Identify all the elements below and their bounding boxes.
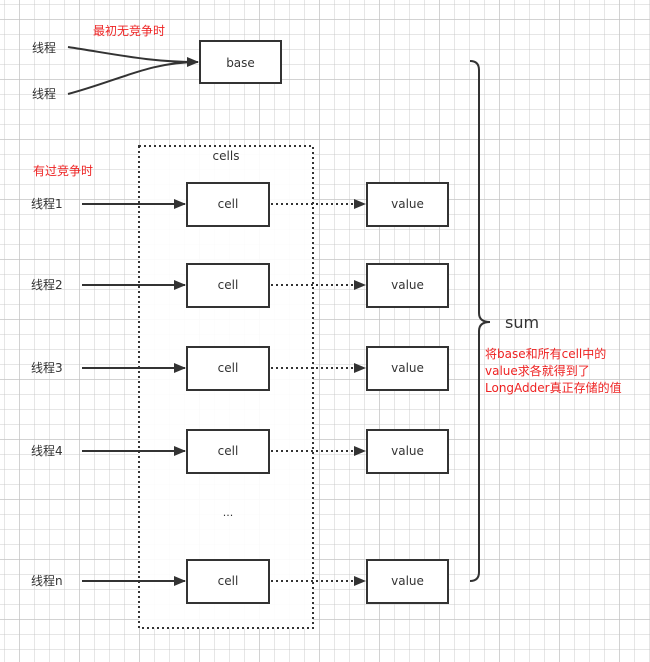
value-box — [366, 263, 449, 308]
cell-row: 线程3 cell value — [31, 346, 449, 391]
cell-label: cell — [218, 197, 239, 211]
sum-description-line-2: value求各就得到了 — [485, 363, 590, 378]
cell-box — [186, 559, 270, 604]
arrow-thread-top-1-to-base — [67, 46, 199, 67]
ellipsis: ... — [223, 506, 234, 519]
sum-label: sum — [505, 313, 539, 332]
thread-label: 线程3 — [31, 360, 63, 375]
arrow-thread-top-2-to-base — [67, 61, 199, 95]
cell-label: cell — [218, 278, 239, 292]
cell-label: cell — [218, 444, 239, 458]
cell-box — [186, 263, 270, 308]
had-contention-annotation: 有过竞争时 — [33, 164, 93, 178]
sum-description-line-3: LongAdder真正存储的值 — [485, 380, 622, 395]
cell-row: 线程2 cell value — [31, 263, 449, 308]
cell-label: cell — [218, 361, 239, 375]
value-box — [366, 182, 449, 227]
cell-rows: 线程1 cell value 线程2 cell value 线程3 cell value 线程4 c… — [31, 182, 449, 604]
value-box — [366, 346, 449, 391]
thread-label-top-1: 线程 — [32, 40, 56, 55]
value-box — [366, 429, 449, 474]
value-label: value — [391, 444, 424, 458]
cell-row: 线程4 cell value — [31, 429, 449, 474]
value-label: value — [391, 197, 424, 211]
value-label: value — [391, 361, 424, 375]
value-label: value — [391, 278, 424, 292]
thread-label: 线程4 — [31, 443, 63, 458]
base-box: base — [199, 40, 282, 84]
cell-row: 线程n cell value — [31, 559, 449, 604]
thread-label: 线程2 — [31, 277, 63, 292]
cell-box — [186, 346, 270, 391]
cell-box — [186, 182, 270, 227]
thread-label-top-2: 线程 — [32, 86, 56, 101]
sum-description-line-1: 将base和所有cell中的 — [485, 346, 606, 361]
cell-label: cell — [218, 574, 239, 588]
base-label: base — [226, 56, 255, 70]
no-contention-annotation: 最初无竞争时 — [93, 24, 165, 38]
cell-row: 线程1 cell value — [31, 182, 449, 227]
value-box — [366, 559, 449, 604]
value-label: value — [391, 574, 424, 588]
cell-box — [186, 429, 270, 474]
thread-label: 线程1 — [31, 196, 63, 211]
thread-label: 线程n — [31, 573, 63, 588]
sum-brace — [469, 60, 491, 582]
cells-container-label: cells — [213, 149, 240, 163]
